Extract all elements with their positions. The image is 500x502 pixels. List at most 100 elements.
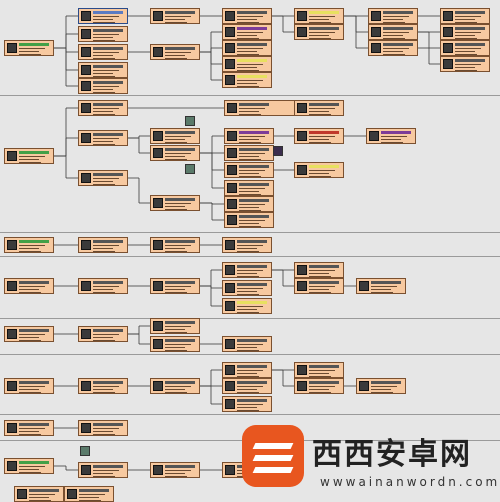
skill-node[interactable] [78,237,128,253]
skill-icon [225,75,235,85]
skill-icon [359,281,369,291]
skill-icon [225,43,235,53]
skill-icon [225,365,235,375]
skill-node[interactable] [356,378,406,394]
skill-node[interactable] [78,278,128,294]
skill-node[interactable] [294,278,344,294]
skill-node[interactable] [150,336,200,352]
skill-node[interactable] [222,40,272,56]
skill-node[interactable] [78,130,128,146]
skill-node[interactable] [222,72,272,88]
skill-node[interactable] [440,8,490,24]
skill-node[interactable] [150,44,200,60]
skill-node[interactable] [4,237,54,253]
skill-node[interactable] [368,8,418,24]
skill-icon [81,65,91,75]
skill-node[interactable] [222,378,272,394]
skill-icon [81,423,91,433]
skill-icon [7,240,17,250]
skill-node[interactable] [294,362,344,378]
skill-icon [443,43,453,53]
skill-node[interactable] [294,24,344,40]
skill-node[interactable] [222,24,272,40]
skill-node[interactable] [78,326,128,342]
skill-icon [225,381,235,391]
skill-icon [227,199,237,209]
skill-node[interactable] [224,128,274,144]
skill-node[interactable] [224,100,304,116]
skill-node[interactable] [78,462,128,478]
skill-icon [227,183,237,193]
skill-node[interactable] [14,486,64,502]
skill-node[interactable] [4,40,54,56]
skill-icon [81,381,91,391]
item-slot-icon[interactable] [80,446,90,456]
skill-node[interactable] [222,396,272,412]
skill-node[interactable] [440,24,490,40]
skill-node[interactable] [4,378,54,394]
skill-node[interactable] [294,162,344,178]
skill-node[interactable] [294,378,344,394]
skill-node[interactable] [222,56,272,72]
skill-node[interactable] [224,180,274,196]
skill-node[interactable] [150,195,200,211]
skill-node[interactable] [366,128,416,144]
skill-node[interactable] [150,318,200,334]
skill-node[interactable] [222,280,272,296]
skill-node[interactable] [78,26,128,42]
skill-node[interactable] [150,145,200,161]
skill-node[interactable] [150,278,200,294]
skill-node[interactable] [150,462,200,478]
skill-node[interactable] [440,40,490,56]
item-slot-icon[interactable] [273,146,283,156]
skill-node[interactable] [78,78,128,94]
skill-icon [227,103,237,113]
item-slot-icon[interactable] [185,164,195,174]
skill-node[interactable] [78,378,128,394]
skill-node[interactable] [150,8,200,24]
skill-node[interactable] [4,458,54,474]
skill-node[interactable] [368,40,418,56]
skill-node[interactable] [222,362,272,378]
skill-node[interactable] [4,420,54,436]
skill-node[interactable] [440,56,490,72]
skill-node[interactable] [294,100,344,116]
skill-icon [153,47,163,57]
skill-node[interactable] [4,326,54,342]
skill-icon [153,381,163,391]
skill-node[interactable] [78,100,128,116]
skill-node[interactable] [4,148,54,164]
skill-node[interactable] [224,145,274,161]
skill-node[interactable] [224,196,274,212]
skill-icon [443,27,453,37]
skill-node[interactable] [222,298,272,314]
skill-node[interactable] [150,128,200,144]
skill-icon [225,11,235,21]
skill-node[interactable] [356,278,406,294]
skill-node[interactable] [78,62,128,78]
skill-node[interactable] [222,8,272,24]
skill-node[interactable] [294,262,344,278]
item-slot-icon[interactable] [185,116,195,126]
skill-icon [225,301,235,311]
skill-node[interactable] [78,8,128,24]
skill-node[interactable] [78,170,128,186]
skill-node[interactable] [4,278,54,294]
skill-node[interactable] [224,212,274,228]
skill-icon [7,43,17,53]
skill-icon [297,265,307,275]
skill-node[interactable] [150,378,200,394]
section-divider [0,95,500,96]
skill-node[interactable] [368,24,418,40]
skill-node[interactable] [222,262,272,278]
skill-icon [81,103,91,113]
skill-node[interactable] [150,237,200,253]
skill-node[interactable] [294,8,344,24]
skill-node[interactable] [294,128,344,144]
skill-node[interactable] [222,336,272,352]
skill-node[interactable] [78,420,128,436]
skill-node[interactable] [78,44,128,60]
skill-node[interactable] [222,237,272,253]
skill-node[interactable] [224,162,274,178]
skill-node[interactable] [64,486,114,502]
